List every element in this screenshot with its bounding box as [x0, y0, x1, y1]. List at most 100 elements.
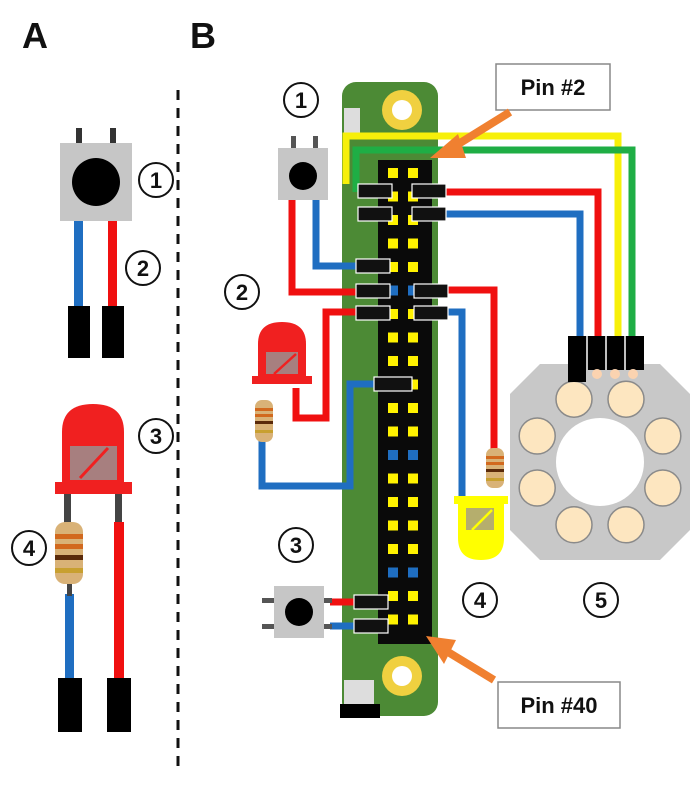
marker-a4: 4: [11, 530, 47, 566]
gpio-pin: [408, 262, 418, 272]
marker-b3: 3: [278, 527, 314, 563]
blue-wire: [312, 200, 364, 270]
wire-connector: [102, 306, 124, 358]
yellow-wire: [342, 132, 622, 340]
gpio-pin: [388, 191, 398, 202]
resistor-icon: [486, 448, 504, 488]
wire-connector: [353, 618, 389, 634]
blue-wire: [258, 380, 384, 490]
svg-text:Pin #2: Pin #2: [521, 75, 586, 100]
gpio-pin: [408, 520, 418, 531]
gpio-pin: [388, 238, 398, 249]
gpio-pin: [388, 520, 398, 531]
gpio-pin: [408, 285, 418, 296]
mounting-hole-icon: [382, 656, 422, 696]
panel-b-label: B: [190, 15, 216, 56]
resistor-leg: [67, 584, 72, 596]
svg-text:3: 3: [290, 533, 302, 558]
gpio-pins: [388, 168, 418, 625]
board-component: [344, 108, 360, 134]
led-leg: [64, 494, 71, 524]
marker-a2: 2: [125, 250, 161, 286]
gpio-pin: [408, 544, 418, 554]
gpio-pin: [408, 356, 418, 366]
wire-connector: [107, 678, 131, 732]
gpio-pin: [388, 332, 398, 343]
svg-text:4: 4: [23, 536, 36, 561]
ring-led: [555, 506, 593, 544]
gpio-pin: [408, 497, 418, 507]
gpio-pin: [408, 403, 418, 413]
wire-connector: [373, 376, 413, 392]
led-icon: [454, 496, 508, 560]
gpio-pin: [408, 450, 418, 460]
ring-led: [555, 380, 593, 418]
wire-connector: [355, 283, 391, 299]
wire-connector: [413, 305, 449, 321]
gpio-pin: [388, 356, 398, 366]
gpio-pin: [388, 262, 398, 272]
gpio-pin: [408, 614, 418, 625]
wire-connector: [357, 183, 393, 199]
wire-connector: [355, 258, 391, 274]
board-component: [344, 680, 374, 704]
red-wire: [288, 200, 364, 296]
red-wire: [438, 188, 602, 340]
gpio-pin: [408, 473, 418, 484]
gpio-pin: [408, 426, 418, 437]
wire-connector: [413, 283, 449, 299]
gpio-pin: [388, 567, 398, 578]
ring-led: [518, 417, 556, 455]
svg-text:Pin #40: Pin #40: [520, 693, 597, 718]
red-wire: [114, 522, 124, 680]
led-icon: [55, 404, 132, 494]
marker-b4: 4: [462, 582, 498, 618]
wire-connector: [357, 206, 393, 222]
marker-a1: 1: [138, 162, 174, 198]
gpio-pin: [408, 332, 418, 343]
ring-led: [607, 380, 645, 418]
gpio-pin: [388, 426, 398, 437]
red-wire: [108, 221, 117, 309]
push-button-icon: [262, 586, 332, 638]
marker-b5: 5: [583, 582, 619, 618]
gpio-pin: [388, 309, 398, 319]
wire-connector: [58, 678, 82, 732]
gpio-pin: [408, 168, 418, 178]
gpio-pin: [388, 215, 398, 225]
arrow-to-pin-2: [449, 108, 513, 152]
marker-b2: 2: [224, 274, 260, 310]
gpio-pin: [388, 473, 398, 484]
marker-a3: 3: [138, 418, 174, 454]
callout-pin-2: Pin #2: [495, 63, 611, 111]
marker-b1: 1: [283, 82, 319, 118]
gpio-pin: [388, 497, 398, 507]
wire-connector: [411, 183, 447, 199]
blue-wire: [438, 210, 584, 340]
led-ring-icon: [510, 336, 690, 560]
ring-led: [518, 469, 556, 507]
gpio-pin: [388, 168, 398, 178]
panel-a-label: A: [22, 15, 48, 56]
gpio-pin: [408, 309, 418, 319]
gpio-pin: [388, 285, 398, 296]
red-wire: [292, 308, 364, 422]
ring-led: [644, 469, 682, 507]
gpio-header: [378, 160, 432, 644]
wire-connector: [68, 306, 90, 358]
led-icon: [252, 322, 312, 384]
arrow-head: [426, 636, 456, 664]
push-button-icon: [60, 128, 132, 221]
push-button-icon: [278, 136, 328, 200]
wire-connector: [353, 594, 389, 610]
gpio-pin: [408, 567, 418, 578]
resistor-icon: [55, 522, 83, 584]
header-connectors: [353, 183, 449, 634]
svg-text:2: 2: [137, 256, 149, 281]
ring-led: [644, 417, 682, 455]
svg-text:1: 1: [150, 168, 162, 193]
gpio-pin: [408, 379, 418, 390]
led-leg: [115, 494, 122, 524]
svg-text:2: 2: [236, 280, 248, 305]
blue-wire: [65, 594, 74, 680]
